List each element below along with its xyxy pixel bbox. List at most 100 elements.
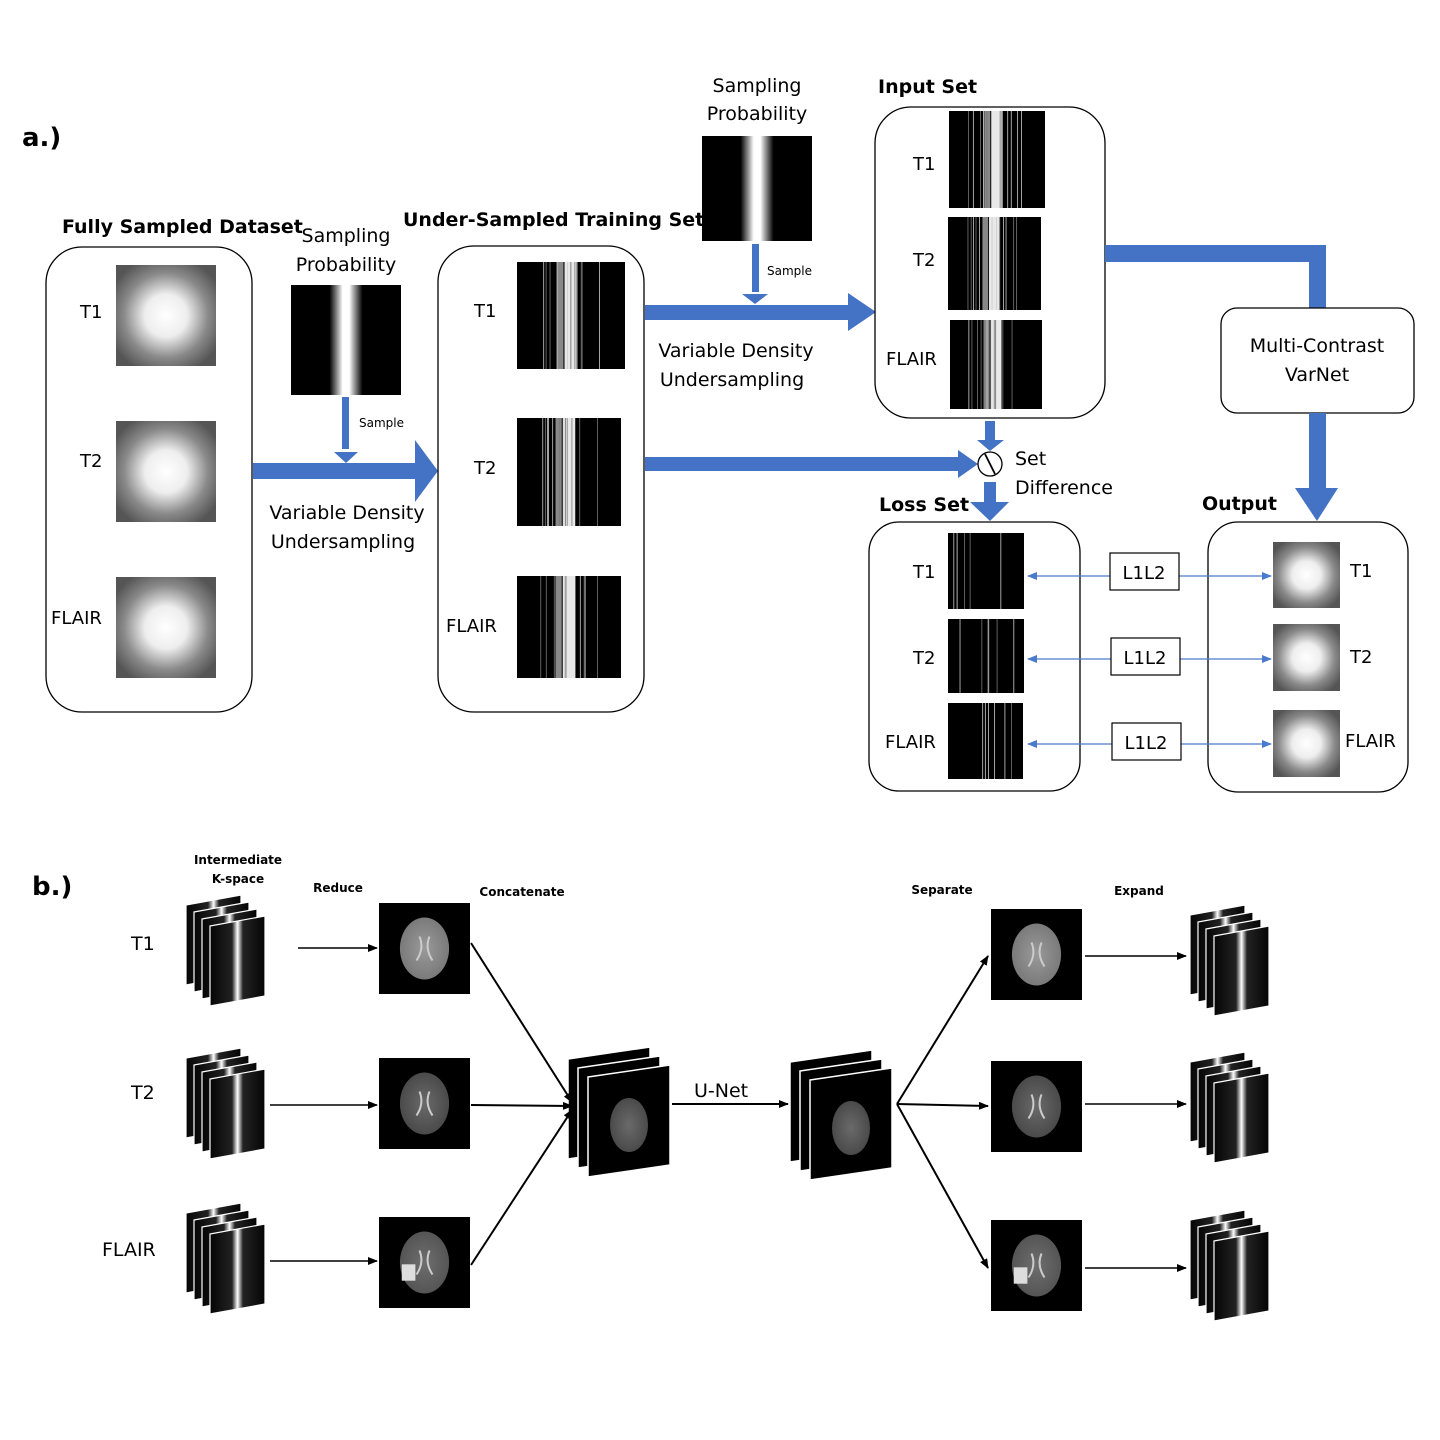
training-set-title: Under-Sampled Training Set — [403, 209, 704, 231]
vd-undersampling-1-line1: Variable Density — [269, 502, 424, 524]
brain-image — [991, 1220, 1082, 1311]
network-to-output-arrow — [1295, 413, 1338, 521]
ventricles — [1027, 1253, 1046, 1279]
output-kspace-flair — [1273, 710, 1340, 777]
sampling-probability-1-line2: Probability — [296, 254, 396, 276]
output-kspace-t1 — [1273, 542, 1340, 608]
sample-arrow-2-head — [742, 294, 768, 304]
kspace-center-band — [562, 418, 576, 526]
panel-b-row-label: T2 — [130, 1082, 155, 1104]
header-expand: Expand — [1114, 884, 1164, 898]
output-row-label: FLAIR — [1345, 731, 1396, 752]
kspace-stripes — [967, 217, 1018, 310]
l1l2-label: L1L2 — [1124, 648, 1167, 669]
output-kspace-t2 — [1273, 624, 1340, 691]
kspace-image-t1 — [116, 265, 216, 366]
kspace-stack — [185, 894, 266, 1007]
sample-arrow-2-shaft — [752, 244, 759, 292]
kspace-center-band — [555, 418, 562, 526]
output-rows: T1 T2 FLAIR — [1273, 542, 1396, 777]
loss-kspace-t2 — [948, 619, 1024, 693]
sample-label-1: Sample — [359, 416, 404, 430]
fully-sampled-row-label: T2 — [79, 451, 102, 472]
header-concatenate: Concatenate — [479, 885, 564, 899]
kspace-center-band — [556, 262, 564, 369]
brain-shape — [832, 1101, 870, 1155]
header-kspace-line1: Intermediate — [194, 853, 282, 867]
lesion — [1013, 1267, 1028, 1284]
separate-arrow — [896, 1101, 989, 1110]
brain-image — [379, 903, 470, 994]
header-reduce: Reduce — [313, 881, 363, 895]
loss-connectors: L1L2 L1L2 L1L2 — [1027, 552, 1272, 761]
kspace-stripes — [959, 619, 1015, 693]
training-to-set-difference-arrow — [645, 450, 978, 478]
kspace-slice — [1213, 925, 1270, 1017]
sampling-probability-mask-1 — [291, 285, 401, 395]
kspace-center-band — [984, 111, 991, 208]
multi-contrast-varnet-box — [1220, 307, 1415, 414]
ventricles — [415, 1250, 434, 1276]
brain-shape — [1011, 923, 1062, 986]
input-to-set-difference-head — [977, 440, 1004, 451]
vd-undersampling-2-line2: Undersampling — [660, 369, 804, 391]
sample-arrow-1-shaft — [342, 397, 349, 449]
loss-set-title: Loss Set — [879, 494, 969, 516]
kspace-center-band — [555, 576, 562, 678]
ventricles — [1027, 942, 1046, 968]
kspace-stack — [1189, 1209, 1270, 1322]
concatenate-arrow — [470, 942, 573, 1103]
set-difference-to-loss-shaft — [984, 482, 996, 503]
kspace-image-t2 — [116, 421, 216, 522]
panel-b-label: b.) — [32, 872, 72, 902]
input-set-row-label: T2 — [912, 250, 935, 271]
l1l2-box — [1111, 722, 1182, 761]
network-line1: Multi-Contrast — [1250, 335, 1384, 357]
ventricles — [415, 936, 434, 962]
set-difference-line1: Set — [1015, 448, 1046, 470]
input-set-row-label: FLAIR — [886, 349, 937, 370]
sampling-probability-2-line1: Sampling — [713, 75, 802, 97]
brain-shape — [1011, 1075, 1062, 1138]
vd-undersampling-1-line2: Undersampling — [271, 531, 415, 553]
vd-undersampling-2-line1: Variable Density — [658, 340, 813, 362]
kspace-stripes — [543, 262, 600, 369]
l1l2-box — [1109, 552, 1180, 591]
kspace-stripes — [968, 111, 1022, 208]
separate-arrow — [896, 1103, 989, 1269]
training-set-row-label: FLAIR — [446, 616, 497, 637]
kspace-stripes — [982, 703, 1012, 779]
brain-shape — [610, 1098, 648, 1152]
kspace-stack — [185, 1047, 266, 1160]
brain-image — [991, 1061, 1082, 1152]
header-kspace-line2: K-space — [212, 872, 264, 886]
kspace-center-band — [991, 111, 1003, 208]
input-set-title: Input Set — [878, 76, 977, 98]
loss-kspace-t1 — [948, 533, 1024, 609]
kspace-stack — [185, 1202, 266, 1315]
kspace-image-flair — [116, 577, 216, 678]
loss-set-row-label: T1 — [912, 562, 935, 583]
vd-undersampling-arrow-1 — [253, 440, 438, 502]
input-set-row-label: T1 — [912, 154, 935, 175]
brain-shape — [1011, 1234, 1062, 1297]
output-title: Output — [1202, 493, 1277, 515]
concatenated-stack — [567, 1046, 671, 1178]
kspace-stack — [1189, 1051, 1270, 1164]
separate-arrow — [896, 955, 989, 1105]
brain-shape — [399, 1072, 450, 1135]
kspace-stripes — [540, 576, 598, 678]
kspace-slice — [209, 915, 266, 1007]
kspace-slice — [209, 1223, 266, 1315]
input-to-set-difference-shaft — [985, 421, 995, 441]
fully-sampled-title: Fully Sampled Dataset — [62, 216, 303, 238]
panel-b-row-label: T1 — [130, 933, 155, 955]
vd-undersampling-arrow-2 — [645, 293, 876, 331]
ventricles — [1027, 1094, 1046, 1120]
set-difference-to-loss-head — [970, 502, 1009, 521]
kspace-slice — [1213, 1230, 1270, 1322]
output-row-label: T2 — [1349, 647, 1372, 668]
kspace-stripes — [953, 533, 1002, 609]
loss-set-row-label: FLAIR — [885, 732, 936, 753]
